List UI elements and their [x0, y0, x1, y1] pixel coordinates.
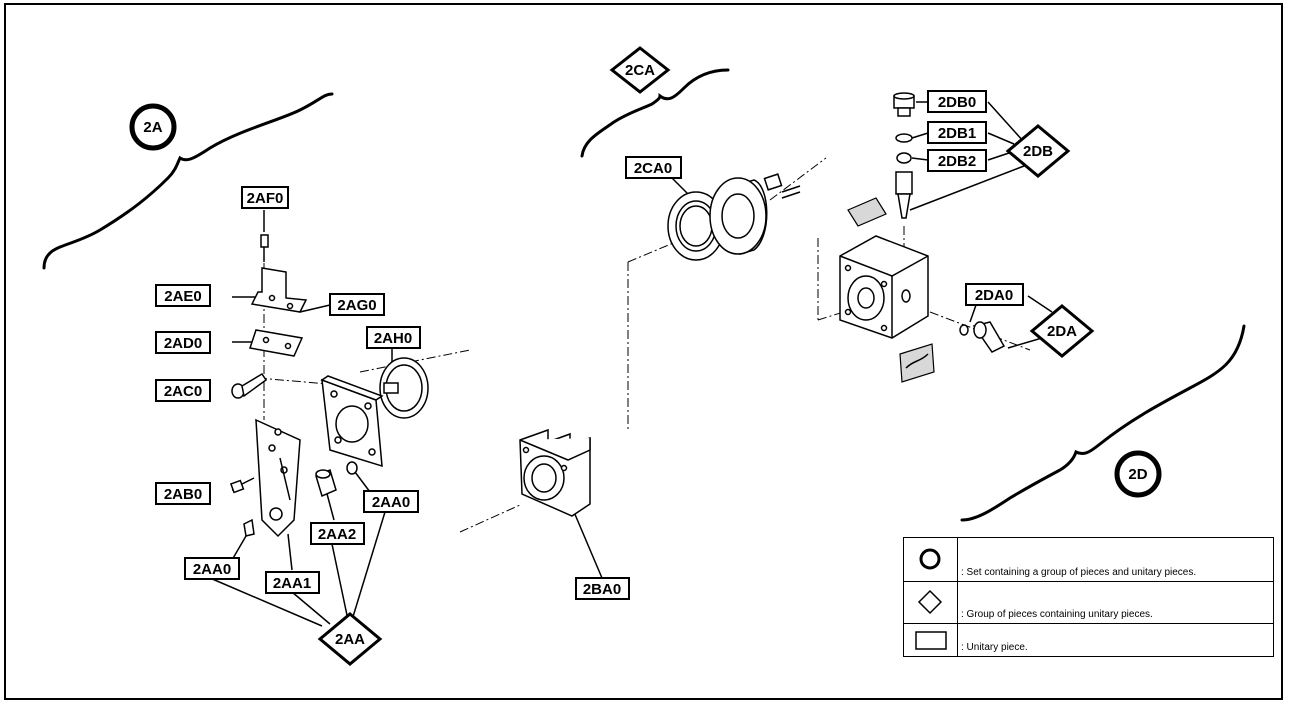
brace-2A	[42, 92, 334, 270]
label-2AA0-left: 2AA0	[184, 557, 240, 580]
part-seal-2DB2	[896, 152, 912, 164]
part-block-2BA0	[519, 428, 591, 517]
svg-text:2BA0: 2BA0	[583, 581, 621, 598]
svg-text:2DB1: 2DB1	[938, 125, 976, 142]
label-2DB2: 2DB2	[927, 149, 987, 172]
svg-text:2AA0: 2AA0	[372, 494, 410, 511]
svg-text:2AA2: 2AA2	[318, 526, 356, 543]
label-2AG0: 2AG0	[329, 293, 385, 316]
legend-circle-symbol	[904, 538, 958, 581]
label-2AH0: 2AH0	[366, 326, 421, 349]
brace-2CA	[580, 68, 730, 158]
group-marker-2DB: 2DB	[1005, 124, 1071, 178]
svg-text:2AB0: 2AB0	[164, 486, 202, 503]
group-label-2CA: 2CA	[625, 62, 655, 79]
group-marker-2AA: 2AA	[317, 612, 383, 666]
part-bracket-2AE0	[250, 267, 308, 313]
label-2DB0: 2DB0	[927, 90, 987, 113]
part-support-2AA1	[255, 418, 301, 538]
part-pin-2AA2	[315, 468, 337, 498]
svg-text:2AF0: 2AF0	[247, 190, 284, 207]
label-2BA0: 2BA0	[575, 577, 630, 600]
label-2DB1: 2DB1	[927, 121, 987, 144]
legend-text-set: : Set containing a group of pieces and u…	[961, 567, 1197, 578]
label-2AA2: 2AA2	[310, 522, 365, 545]
svg-text:2AH0: 2AH0	[374, 330, 412, 347]
set-label-2A: 2A	[143, 119, 162, 136]
svg-text:2DA0: 2DA0	[975, 287, 1013, 304]
label-2AB0: 2AB0	[155, 482, 211, 505]
legend-rectangle-symbol	[904, 624, 958, 656]
part-cap-2AA0-left	[243, 518, 255, 537]
svg-text:2CA0: 2CA0	[634, 160, 672, 177]
group-label-2AA: 2AA	[335, 631, 365, 648]
label-2AA1: 2AA1	[265, 571, 320, 594]
label-2AE0: 2AE0	[155, 284, 211, 307]
svg-text:2DB0: 2DB0	[938, 94, 976, 111]
legend-table: : Set containing a group of pieces and u…	[903, 537, 1274, 657]
svg-text:2AA0: 2AA0	[193, 561, 231, 578]
part-connector-2DA0	[959, 321, 1006, 353]
part-screw-2AF0	[260, 234, 269, 262]
label-2AD0: 2AD0	[155, 331, 211, 354]
legend-row-set: : Set containing a group of pieces and u…	[904, 538, 1273, 582]
svg-text:2AG0: 2AG0	[337, 297, 376, 314]
part-oring-2DB1	[895, 133, 913, 143]
legend-diamond-symbol	[904, 582, 958, 623]
brace-2D	[960, 324, 1246, 522]
group-marker-2DA: 2DA	[1029, 304, 1095, 358]
part-nozzle	[895, 171, 913, 219]
part-bolt-2AC0	[231, 372, 268, 399]
part-flange-2AH0	[379, 357, 429, 419]
part-nut-2AA0-right	[346, 461, 358, 475]
svg-text:2AC0: 2AC0	[164, 383, 202, 400]
group-label-2DB: 2DB	[1023, 143, 1053, 160]
label-2CA0: 2CA0	[625, 156, 682, 179]
drawing-frame	[4, 3, 1283, 700]
legend-row-unitary: : Unitary piece.	[904, 624, 1273, 656]
part-cover-plate	[320, 375, 384, 468]
part-plate-2AD0	[249, 329, 304, 357]
part-housing	[839, 235, 929, 339]
part-valve-2DB0	[893, 92, 915, 117]
legend-row-group: : Group of pieces containing unitary pie…	[904, 582, 1273, 624]
part-screw-2AB0	[229, 477, 255, 494]
legend-text-unitary: : Unitary piece.	[961, 642, 1028, 653]
group-label-2DA: 2DA	[1047, 323, 1077, 340]
svg-text:2AD0: 2AD0	[164, 335, 202, 352]
label-2AA0-right: 2AA0	[363, 490, 419, 513]
svg-text:2AA1: 2AA1	[273, 575, 311, 592]
label-2AC0: 2AC0	[155, 379, 211, 402]
svg-text:2DB2: 2DB2	[938, 153, 976, 170]
part-small-plate	[847, 197, 887, 227]
legend-text-group: : Group of pieces containing unitary pie…	[961, 609, 1153, 620]
label-2DA0: 2DA0	[965, 283, 1024, 306]
set-marker-2A: 2A	[129, 103, 177, 151]
part-shaft-pin	[763, 173, 801, 199]
group-marker-2CA: 2CA	[609, 46, 671, 94]
svg-text:2AE0: 2AE0	[164, 288, 202, 305]
part-label-plate	[899, 343, 935, 383]
label-2AF0: 2AF0	[241, 186, 289, 209]
set-marker-2D: 2D	[1114, 450, 1162, 498]
set-label-2D: 2D	[1128, 466, 1147, 483]
part-bearing	[709, 177, 768, 255]
